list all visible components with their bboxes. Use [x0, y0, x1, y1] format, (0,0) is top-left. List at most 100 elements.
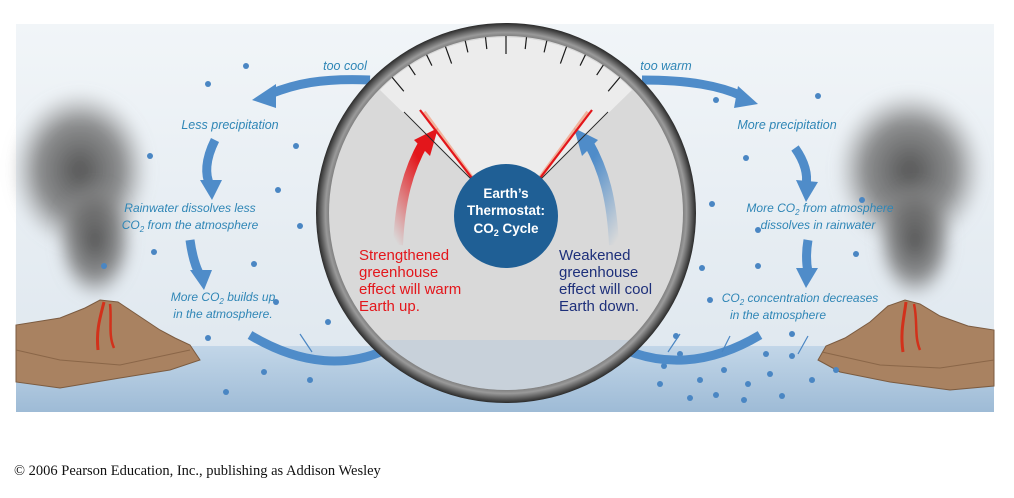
dial-tick: [464, 40, 469, 53]
co2-dot: [297, 223, 303, 229]
co2-dot: [721, 367, 727, 373]
co2-dot: [661, 363, 667, 369]
co2-dot: [755, 227, 761, 233]
dial-tick: [524, 37, 528, 50]
co2-dot: [697, 377, 703, 383]
label-less-precipitation: Less precipitation: [181, 118, 278, 132]
co2-dot: [307, 377, 313, 383]
co2-dot: [859, 197, 865, 203]
co2-dot: [789, 331, 795, 337]
label-rain-less-line1: Rainwater dissolves less: [124, 201, 255, 215]
co2-dot: [147, 153, 153, 159]
co2-dot: [779, 393, 785, 399]
co2-dot: [205, 81, 211, 87]
diagram-canvas: Earth’s Thermostat: CO2 Cycle Strengthen…: [10, 23, 995, 412]
dial-tick: [559, 46, 568, 64]
label-too-warm: too warm: [640, 59, 691, 73]
co2-dot: [709, 201, 715, 207]
cool-arrow: [583, 139, 619, 246]
co2-dot: [657, 381, 663, 387]
arrowhead-rain-less: [190, 270, 212, 290]
co2-dot: [741, 397, 747, 403]
co2-dot: [699, 265, 705, 271]
earth-label-line2: Thermostat:: [467, 203, 545, 218]
co2-dot: [833, 367, 839, 373]
needle-left: [403, 109, 480, 188]
co2-dot: [243, 63, 249, 69]
co2-dot: [713, 392, 719, 398]
label-more-precipitation: More precipitation: [737, 118, 836, 132]
cool-effect-line: Weakened: [559, 247, 630, 264]
arrowhead-less-precip: [200, 180, 222, 200]
arrowhead-more-precip: [796, 180, 818, 202]
co2-dot: [677, 351, 683, 357]
co2-dot: [687, 395, 693, 401]
dial-tick: [484, 37, 488, 50]
label-decreases-line1: CO2 concentration decreases: [722, 291, 879, 307]
label-more-co2-line1: More CO2 from atmosphere: [746, 201, 894, 217]
co2-dot: [755, 263, 761, 269]
copyright-notice: © 2006 Pearson Education, Inc., publishi…: [14, 463, 381, 479]
co2-dots: [101, 63, 865, 403]
co2-dot: [707, 297, 713, 303]
co2-dot: [809, 377, 815, 383]
warm-effect-line: Earth up.: [359, 298, 420, 315]
earth-label-line1: Earth’s: [483, 186, 528, 201]
warm-effect-line: Strengthened: [359, 247, 449, 264]
cool-arrowhead: [574, 128, 598, 156]
co2-dot: [251, 261, 257, 267]
co2-dot: [763, 351, 769, 357]
co2-dot: [713, 97, 719, 103]
dial-tick: [543, 40, 548, 53]
arrow-too-cool: [268, 75, 371, 99]
co2-dot: [273, 299, 279, 305]
dial-tick: [444, 46, 453, 64]
co2-dot: [275, 187, 281, 193]
small-arrows: [299, 333, 809, 355]
warm-arrow: [393, 139, 429, 246]
earth-thermostat: [454, 164, 558, 268]
co2-dot: [151, 249, 157, 255]
co2-dot: [101, 263, 107, 269]
cool-effect-line: effect will cool: [559, 281, 652, 298]
co2-dot: [815, 93, 821, 99]
co2-dot: [767, 371, 773, 377]
arrowhead-too-warm: [734, 86, 758, 108]
earth-label-line3: CO2 Cycle: [473, 221, 539, 238]
warm-effect-line: effect will warm: [359, 281, 461, 298]
left-volcano: [10, 90, 201, 389]
dial-tick: [596, 64, 604, 76]
co2-dot: [789, 353, 795, 359]
cool-effect-line: greenhouse: [559, 264, 638, 281]
label-more-co2-line2: dissolves in rainwater: [761, 218, 877, 232]
label-too-cool: too cool: [323, 59, 368, 73]
needle-right: [532, 109, 609, 188]
dial-tick: [426, 54, 433, 66]
warm-effect-line: greenhouse: [359, 264, 438, 281]
co2-dot: [325, 319, 331, 325]
arrow-more-co2: [802, 239, 813, 273]
arrow-too-warm: [641, 75, 744, 101]
label-builds-up-line1: More CO2 builds up: [171, 290, 276, 306]
co2-dot: [223, 389, 229, 395]
dial-tick: [391, 77, 405, 92]
cool-effect-line: Earth down.: [559, 298, 639, 315]
warm-arrowhead: [414, 128, 438, 156]
label-decreases-line2: in the atmosphere: [730, 308, 826, 322]
co2-dot: [293, 143, 299, 149]
arrowhead-too-cool: [252, 84, 276, 108]
dial-tick: [408, 64, 416, 76]
thermostat-dial: Earth’s Thermostat: CO2 Cycle Strengthen…: [316, 23, 696, 403]
right-volcano: [817, 90, 995, 391]
co2-dot: [205, 335, 211, 341]
dial-tick: [579, 54, 586, 66]
arrowhead-more-co2: [796, 268, 818, 288]
co2-dot: [745, 381, 751, 387]
dial-tick: [607, 77, 621, 92]
co2-dot: [743, 155, 749, 161]
co2-dot: [853, 251, 859, 257]
co2-dot: [261, 369, 267, 375]
